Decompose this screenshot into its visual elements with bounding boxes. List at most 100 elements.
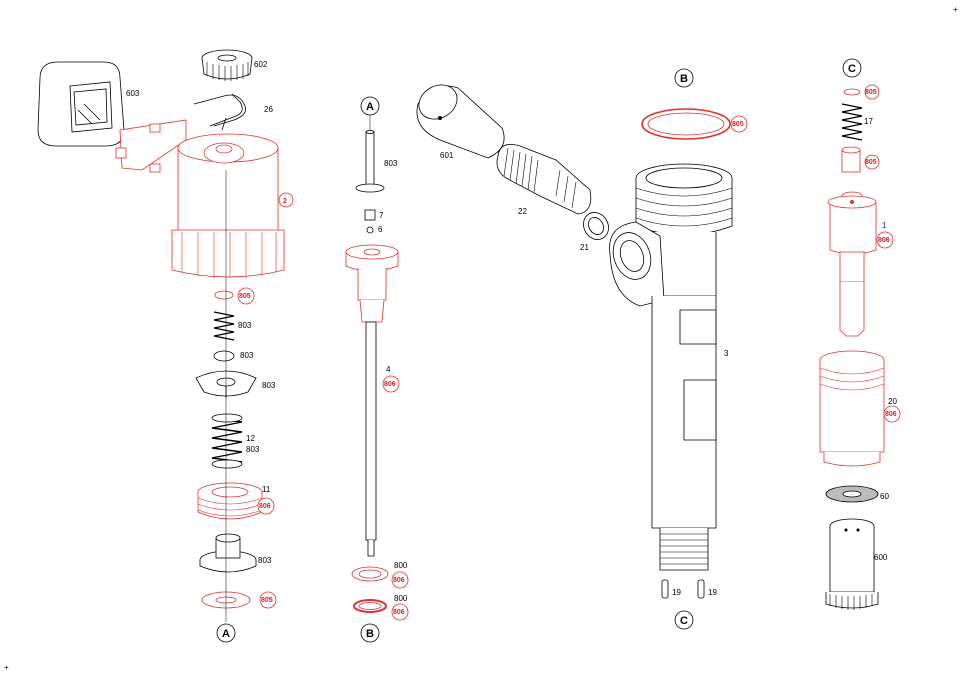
part-800-ring-a (351, 566, 389, 582)
ref-b-top (674, 68, 694, 88)
label-805-c-mid: 805 (865, 159, 877, 166)
ref-b-bottom-label: B (366, 628, 374, 640)
label-806-4: 806 (384, 381, 396, 388)
callout-806-a (391, 571, 409, 589)
callout-806-b (391, 603, 409, 621)
part-803-ring (213, 350, 235, 362)
ref-a-bottom-label: A (222, 628, 230, 640)
callout-805-top (237, 287, 255, 305)
label-800-b: 800 (394, 594, 408, 603)
label-603: 603 (126, 89, 140, 98)
callout-805-c-mid (864, 154, 880, 170)
corner-mark-bottom-left: + (4, 663, 9, 672)
label-6: 6 (378, 225, 383, 234)
label-803-seat: 803 (258, 556, 272, 565)
label-20: 20 (888, 397, 897, 406)
callout-805-c-top (864, 84, 880, 100)
part-21-seal-ring (583, 212, 609, 240)
callout-806-1 (876, 231, 894, 249)
part-11-valve-nut (197, 482, 263, 520)
part-805-ring-c (843, 88, 861, 96)
label-601: 601 (440, 151, 454, 160)
callout-806-20 (883, 405, 901, 423)
label-803-large-spring: 803 (246, 445, 260, 454)
label-21: 21 (580, 243, 589, 252)
ref-b-bottom (360, 623, 380, 643)
label-602: 602 (254, 60, 268, 69)
label-805-body: 805 (732, 121, 744, 128)
label-806-20: 806 (885, 411, 897, 418)
part-60-washer (825, 485, 879, 503)
label-26: 26 (264, 105, 273, 114)
part-20-nozzle-nut (819, 350, 885, 467)
part-12-large-spring (211, 413, 243, 469)
label-1: 1 (882, 221, 887, 230)
part-17-nozzle-spring (841, 103, 863, 141)
label-803-spring: 803 (238, 321, 252, 330)
callout-805-bottom (259, 591, 277, 609)
label-12: 12 (246, 434, 255, 443)
label-805-c-top: 805 (865, 89, 877, 96)
label-4: 4 (386, 365, 391, 374)
label-11: 11 (262, 485, 271, 494)
label-19-b: 19 (708, 588, 717, 597)
part-805-shim (841, 146, 861, 173)
ref-b-top-label: B (680, 73, 688, 85)
part-1-nozzle (827, 191, 877, 337)
part-2-solenoid (115, 119, 285, 278)
label-22: 22 (518, 207, 527, 216)
label-806-1: 806 (878, 237, 890, 244)
part-805-ring-top (214, 290, 234, 300)
callout-805-body (730, 115, 748, 133)
ref-a-top-label: A (366, 101, 374, 113)
ref-c-bottom (674, 610, 694, 630)
label-600: 600 (874, 553, 888, 562)
ref-c-bottom-label: C (680, 615, 688, 627)
label-803-disc: 803 (262, 381, 276, 390)
label-17: 17 (864, 117, 873, 126)
label-7: 7 (379, 211, 384, 220)
part-803-small-spring (213, 311, 235, 341)
label-19-a: 19 (672, 588, 681, 597)
label-803-pin: 803 (384, 159, 398, 168)
part-6-ball (366, 226, 374, 234)
label-803-ring: 803 (240, 351, 254, 360)
callout-806-11 (257, 497, 275, 515)
part-601-protective-cap (416, 84, 505, 159)
part-3-injector-body (609, 163, 733, 571)
assembly-c: C 805 17 805 1 806 (819, 58, 901, 610)
label-806-a: 806 (393, 577, 405, 584)
part-803-valve-pin (355, 130, 385, 193)
part-805-body-seal (641, 108, 731, 140)
label-805-top: 805 (239, 293, 251, 300)
part-603-connector-cap (37, 61, 125, 147)
part-800-ring-b (353, 599, 387, 613)
label-3: 3 (724, 349, 729, 358)
part-19-dowel-pin-a (661, 579, 669, 599)
callout-806-4 (382, 375, 400, 393)
part-4-valve-piston (345, 244, 399, 557)
part-600-protective-sleeve (825, 518, 879, 610)
assembly-b: A 803 7 6 4 806 800 (345, 96, 409, 643)
corner-mark-top-right: + (953, 5, 958, 14)
assembly-body: 601 22 21 B 805 (416, 68, 748, 630)
part-19-dowel-pin-b (697, 579, 705, 599)
label-805-bottom: 805 (261, 597, 273, 604)
ref-a-bottom (216, 623, 236, 643)
ref-c-top (842, 58, 862, 78)
part-7-sleeve (364, 209, 376, 221)
ref-c-top-label: C (848, 63, 856, 75)
label-806-b: 806 (393, 609, 405, 616)
label-60: 60 (880, 492, 889, 501)
label-2: 2 (283, 198, 287, 205)
label-800-a: 800 (394, 561, 408, 570)
part-26-clip (193, 93, 247, 131)
part-803-valve-seat (199, 533, 257, 573)
part-602-knurled-nut (201, 49, 253, 81)
part-22-inlet-fitting (496, 143, 592, 215)
assembly-a: 603 602 26 2 805 (37, 49, 294, 643)
label-806-11: 806 (259, 503, 271, 510)
callout-2 (278, 192, 294, 208)
